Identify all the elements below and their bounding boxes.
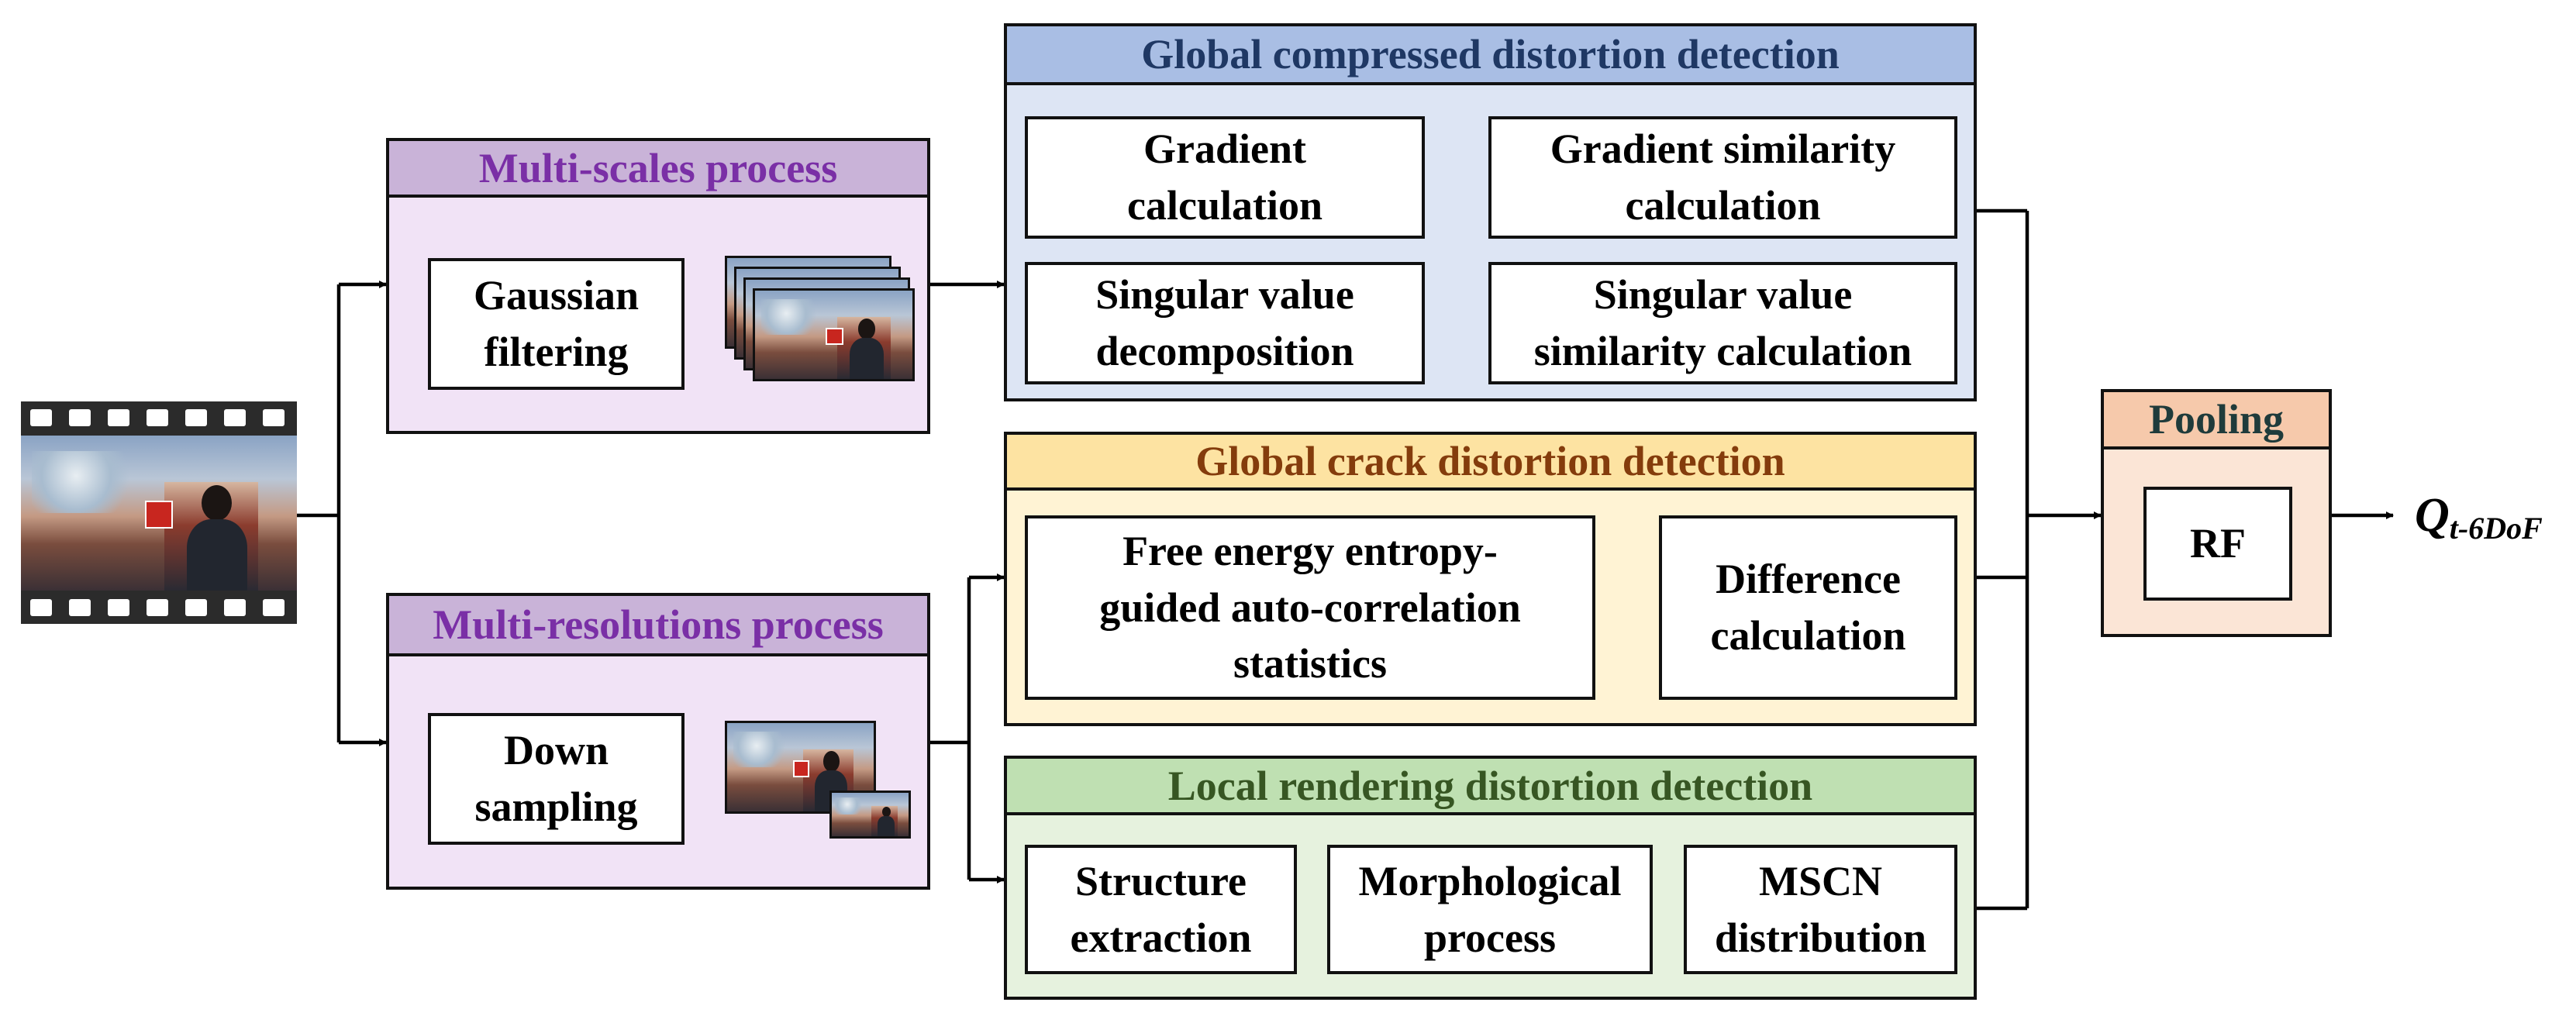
- output-quality-label: Qt-6DoF: [2415, 488, 2543, 546]
- rendering-title: Local rendering distortion detection: [1004, 756, 1977, 815]
- rf-node: RF: [2143, 487, 2292, 601]
- output-q: Q: [2415, 489, 2450, 542]
- image-pyramid-icon: [725, 256, 915, 391]
- multires-title: Multi-resolutions process: [386, 593, 930, 656]
- downsampled-images-icon: [725, 721, 911, 839]
- multiscale-title: Multi-scales process: [386, 138, 930, 198]
- output-subscript: t-6DoF: [2449, 511, 2543, 546]
- film-strip-icon: [21, 401, 297, 624]
- compressed-title: Global compressed distortion detection: [1004, 23, 1977, 85]
- input-frame-image: [21, 436, 297, 591]
- crack-title: Global crack distortion detection: [1004, 432, 1977, 491]
- pooling-title: Pooling: [2101, 389, 2332, 450]
- input-video-frame: [21, 401, 297, 624]
- free-energy-node: Free energy entropy-guided auto-correlat…: [1025, 515, 1595, 700]
